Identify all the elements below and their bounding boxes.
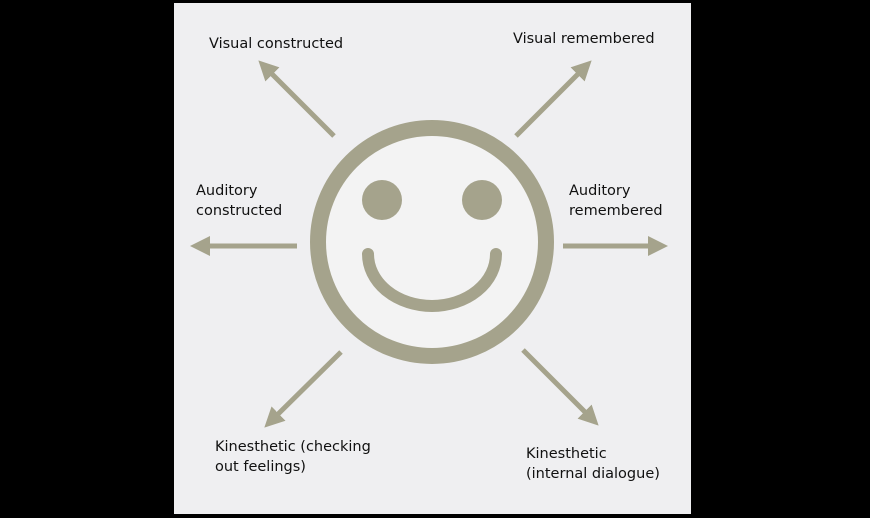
label-kinesthetic-feelings: Kinesthetic (checking out feelings)	[215, 439, 371, 475]
label-visual-remembered: Visual remembered	[513, 31, 655, 47]
arrow-visual-constructed	[258, 60, 336, 138]
arrow-kinesthetic-dialogue	[521, 348, 599, 426]
left-eye	[362, 180, 402, 220]
label-auditory-remembered: Auditory remembered	[569, 183, 663, 219]
smile	[362, 248, 502, 312]
label-auditory-constructed: Auditory constructed	[196, 183, 283, 219]
label-visual-constructed: Visual constructed	[209, 36, 344, 52]
arrow-kinesthetic-feelings	[264, 350, 343, 428]
face-outline	[310, 120, 554, 364]
arrow-visual-remembered	[514, 60, 592, 138]
right-eye	[462, 180, 502, 220]
smiley-face-icon	[310, 120, 554, 364]
label-kinesthetic-dialogue: Kinesthetic (internal dialogue)	[526, 446, 660, 482]
